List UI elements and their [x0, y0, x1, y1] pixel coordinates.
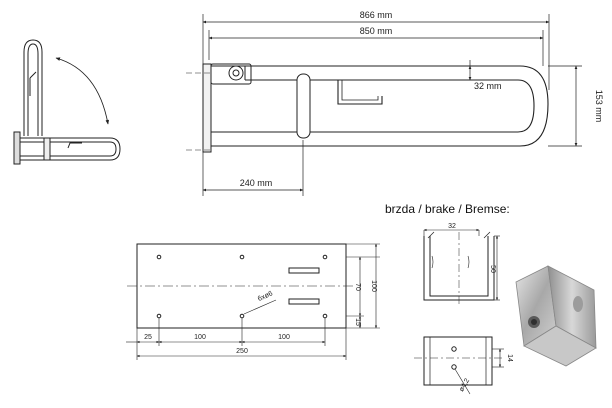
dim-handle-offset: 240 mm	[240, 178, 273, 188]
side-view-sketch	[13, 39, 121, 165]
brake-dim-50: 50	[489, 265, 496, 273]
plate-view	[126, 243, 380, 360]
dim-overall-length: 866 mm	[360, 10, 393, 20]
dim-70: 70	[354, 283, 361, 291]
brake-dim-14: 14	[506, 354, 513, 362]
dim-25: 25	[144, 334, 152, 341]
dim-rail-length: 850 mm	[360, 26, 393, 36]
main-view	[186, 14, 582, 196]
dim-100-height: 100	[370, 280, 377, 292]
brake-photo	[515, 265, 597, 367]
dim-100-left: 100	[194, 334, 206, 341]
dim-height: 153 mm	[594, 90, 604, 123]
brake-dim-32: 32	[448, 223, 456, 230]
brake-front-view	[423, 228, 500, 304]
brake-caption: brzda / brake / Bremse:	[385, 202, 510, 216]
dim-tube-gap: 32 mm	[474, 81, 502, 91]
dim-100-right: 100	[278, 334, 290, 341]
dim-15: 15	[354, 318, 361, 326]
dim-250: 250	[236, 348, 248, 355]
brake-side-view	[414, 336, 504, 395]
